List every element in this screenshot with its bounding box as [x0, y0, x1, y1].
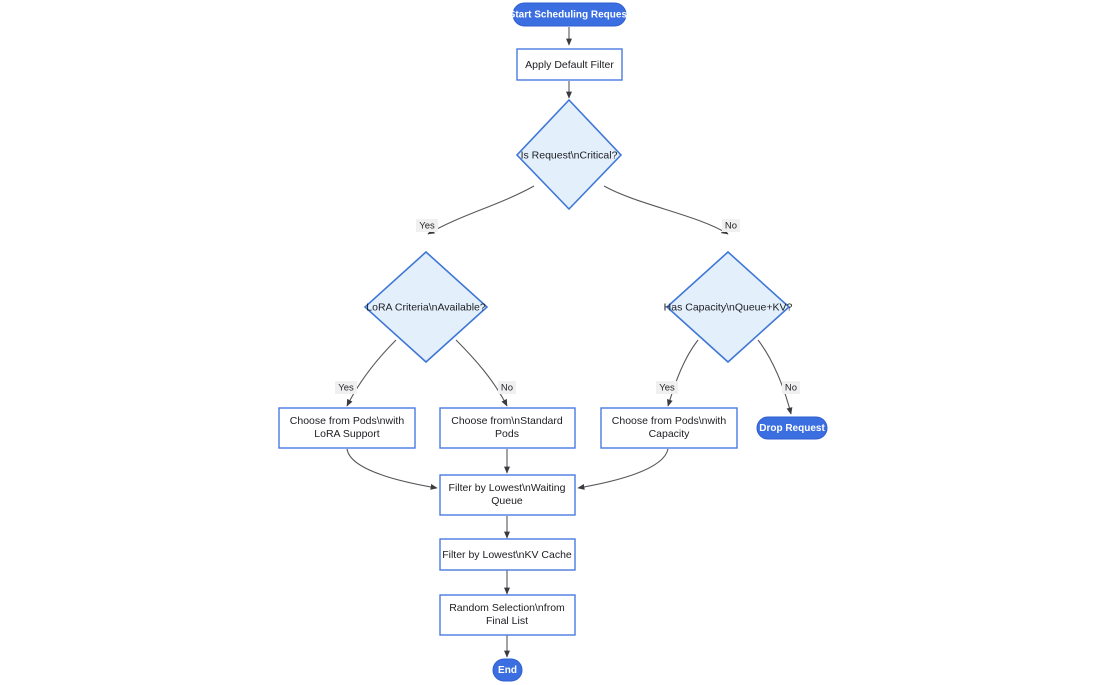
- start-label: Start Scheduling Request: [509, 10, 631, 21]
- lora-criteria-shape: [363, 250, 489, 364]
- edge-label-capacity-yes: Yes: [656, 381, 678, 394]
- edge-is-critical-no-to-capacity: [603, 185, 729, 235]
- drop-request-shape: [756, 416, 828, 440]
- lora-no-chip: [498, 381, 516, 394]
- filter-queue-label-line1: Filter by Lowest\nWaiting: [449, 482, 566, 494]
- filter-queue-shape: [439, 474, 576, 516]
- end-label: End: [498, 665, 517, 676]
- is-critical-label: Is Request\nCritical?: [521, 149, 618, 161]
- pods-standard-label-line2: Pods: [495, 428, 519, 440]
- edge-pods-lora-to-filter-queue: [346, 448, 438, 490]
- node-start[interactable]: Start Scheduling Request: [509, 2, 631, 27]
- has-capacity-label: Has Capacity\nQueue+KV?: [664, 301, 793, 313]
- node-drop-request[interactable]: Drop Request: [756, 416, 828, 440]
- pods-capacity-label-line1: Choose from Pods\nwith: [612, 415, 727, 427]
- pods-lora-shape: [278, 407, 416, 449]
- apply-filter-label: Apply Default Filter: [525, 59, 614, 71]
- edge-label-capacity-no: No: [782, 381, 800, 394]
- node-random-selection[interactable]: Random Selection\nfrom Final List: [439, 594, 576, 636]
- critical-yes-chip: [416, 219, 438, 232]
- edge-capacity-yes-to-pods-capacity: [667, 339, 699, 407]
- capacity-yes-chip: [656, 381, 678, 394]
- random-selection-shape: [439, 594, 576, 636]
- end-shape: [492, 658, 523, 682]
- node-has-capacity[interactable]: Has Capacity\nQueue+KV?: [664, 250, 793, 364]
- edge-capacity-no-to-drop-request: [757, 339, 793, 415]
- start-shape: [512, 2, 627, 27]
- has-capacity-shape: [665, 250, 791, 364]
- is-critical-shape: [515, 98, 623, 211]
- lora-no-text: No: [501, 383, 513, 394]
- edge-is-critical-yes-to-lora: [427, 185, 535, 235]
- node-end[interactable]: End: [492, 658, 523, 682]
- node-pods-lora[interactable]: Choose from Pods\nwith LoRA Support: [278, 407, 416, 449]
- edge-label-critical-yes: Yes: [416, 219, 438, 232]
- node-lora-criteria[interactable]: LoRA Criteria\nAvailable?: [363, 250, 489, 364]
- random-selection-label-line2: Final List: [486, 615, 528, 627]
- edges-layer: [346, 27, 793, 658]
- pods-capacity-label-line2: Capacity: [649, 428, 691, 440]
- node-pods-capacity[interactable]: Choose from Pods\nwith Capacity: [600, 407, 738, 449]
- lora-criteria-label: LoRA Criteria\nAvailable?: [366, 301, 486, 313]
- filter-kv-shape: [439, 538, 576, 571]
- random-selection-label-line1: Random Selection\nfrom: [449, 602, 565, 614]
- edge-label-lora-yes: Yes: [335, 381, 357, 394]
- pods-standard-label-line1: Choose from\nStandard: [451, 415, 563, 427]
- node-apply-default-filter[interactable]: Apply Default Filter: [516, 48, 623, 81]
- node-filter-waiting-queue[interactable]: Filter by Lowest\nWaiting Queue: [439, 474, 576, 516]
- drop-request-label: Drop Request: [759, 423, 825, 434]
- capacity-no-chip: [782, 381, 800, 394]
- edge-pods-capacity-to-filter-queue: [577, 448, 669, 490]
- edge-label-lora-no: No: [498, 381, 516, 394]
- pods-capacity-shape: [600, 407, 738, 449]
- capacity-yes-text: Yes: [659, 383, 675, 394]
- edge-label-critical-no: No: [722, 219, 740, 232]
- capacity-no-text: No: [785, 383, 797, 394]
- lora-yes-text: Yes: [338, 383, 354, 394]
- filter-queue-label-line2: Queue: [491, 495, 523, 507]
- pods-standard-shape: [439, 407, 576, 449]
- apply-filter-shape: [516, 48, 623, 81]
- edge-lora-no-to-pods-standard: [455, 339, 508, 407]
- critical-yes-text: Yes: [419, 221, 435, 232]
- pods-lora-label-line1: Choose from Pods\nwith: [290, 415, 405, 427]
- edge-lora-yes-to-pods-lora: [346, 339, 397, 407]
- pods-lora-label-line2: LoRA Support: [314, 428, 379, 440]
- critical-no-text: No: [725, 221, 737, 232]
- node-filter-kv-cache[interactable]: Filter by Lowest\nKV Cache: [439, 538, 576, 571]
- lora-yes-chip: [335, 381, 357, 394]
- node-is-request-critical[interactable]: Is Request\nCritical?: [515, 98, 623, 211]
- node-pods-standard[interactable]: Choose from\nStandard Pods: [439, 407, 576, 449]
- critical-no-chip: [722, 219, 740, 232]
- filter-kv-label: Filter by Lowest\nKV Cache: [442, 549, 572, 561]
